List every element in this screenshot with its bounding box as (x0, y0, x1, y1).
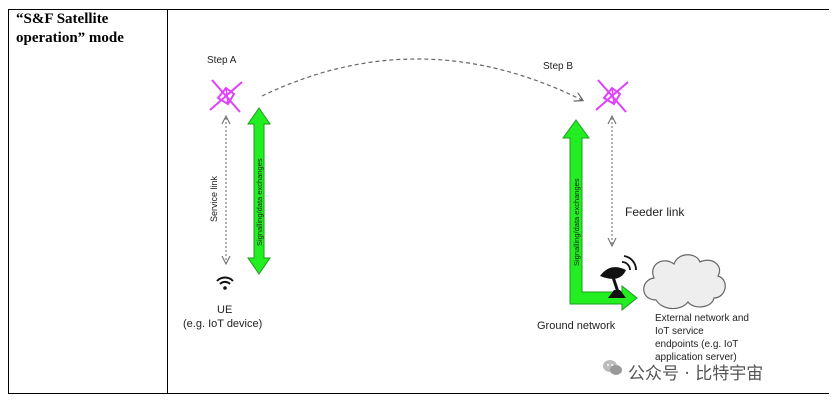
ground-network-label: Ground network (537, 320, 616, 332)
ue-label: UE (217, 304, 233, 316)
satellite-b-icon (595, 79, 629, 113)
service-link-label: Service link (209, 175, 219, 222)
signalling-a-label: Signalling/data exchanges (255, 158, 264, 246)
satellite-dish-icon (600, 255, 637, 298)
diagram-cell (168, 9, 829, 394)
step-a-label: Step A (207, 55, 237, 66)
ue-sublabel: (e.g. IoT device) (183, 318, 263, 330)
wechat-icon (603, 360, 622, 375)
mode-cell (8, 9, 168, 394)
external-network-label: External network and IoT service endpoin… (655, 312, 749, 364)
wifi-icon (216, 276, 234, 290)
external-line2: IoT service (655, 326, 704, 337)
external-line3: endpoints (e.g. IoT (655, 339, 739, 350)
satellite-a-icon (209, 79, 243, 113)
feeder-link-label: Feeder link (625, 205, 685, 219)
cloud-icon (643, 254, 726, 310)
signalling-b-label: Signalling/data exchanges (572, 178, 581, 266)
signalling-arrow-b (562, 119, 638, 312)
feeder-link-arrow (607, 114, 617, 248)
watermark-text: 公众号 · 比特宇宙 (628, 364, 764, 384)
mode-title-line1: “S&F Satellite (16, 11, 109, 27)
external-line4: application server) (655, 352, 737, 363)
step-b-label: Step B (543, 61, 574, 72)
service-link-arrow (221, 114, 231, 266)
external-line1: External network and (655, 313, 749, 324)
orbit-path (261, 58, 582, 100)
signalling-arrow-a (247, 107, 271, 275)
table-top-border-right (777, 9, 829, 10)
mode-title-line2: operation” mode (16, 30, 124, 46)
mode-title: “S&F Satellite operation” mode (16, 10, 166, 48)
